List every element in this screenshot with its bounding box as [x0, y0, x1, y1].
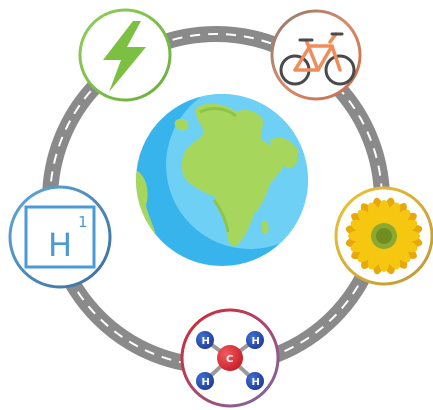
sunflower-petal — [384, 202, 401, 229]
atom-label-h: H — [252, 377, 260, 388]
bicycle-icon — [279, 32, 356, 86]
methane-molecule-icon: H H H H C — [196, 331, 264, 390]
lightning-bolt-icon — [103, 21, 146, 92]
atom-label-h: H — [252, 336, 260, 347]
sunflower-seed-core — [376, 228, 392, 244]
atom-label-c: C — [226, 354, 233, 365]
sunflower-petal — [367, 202, 384, 229]
earth-globe-icon — [136, 94, 308, 266]
lightning-node — [78, 8, 172, 102]
bicycle-node — [270, 9, 362, 101]
sunflower-petal — [357, 240, 380, 263]
hydrogen-element-icon: H 1 — [24, 205, 96, 269]
hydrogen-atom — [196, 331, 214, 349]
sunflower-icon — [345, 197, 423, 275]
sunflower-petal — [367, 243, 384, 270]
hydrogen-atom — [246, 331, 264, 349]
hydrogen-atom — [196, 372, 214, 390]
methane-node: H H H H C — [180, 308, 280, 408]
hydrogen-node: H 1 — [8, 185, 112, 289]
hydrogen-atom — [246, 372, 264, 390]
sunflower-node — [334, 186, 433, 286]
sunflower-petal — [350, 219, 377, 236]
atomic-number: 1 — [78, 213, 88, 231]
sunflower-petal — [357, 209, 380, 232]
carbon-atom — [217, 345, 243, 371]
element-symbol: H — [48, 226, 72, 264]
atom-label-h: H — [202, 336, 210, 347]
sunflower-petal — [388, 240, 411, 263]
sunflower-petal — [391, 236, 418, 253]
atom-label-h: H — [202, 377, 210, 388]
sunflower-petal — [388, 209, 411, 232]
